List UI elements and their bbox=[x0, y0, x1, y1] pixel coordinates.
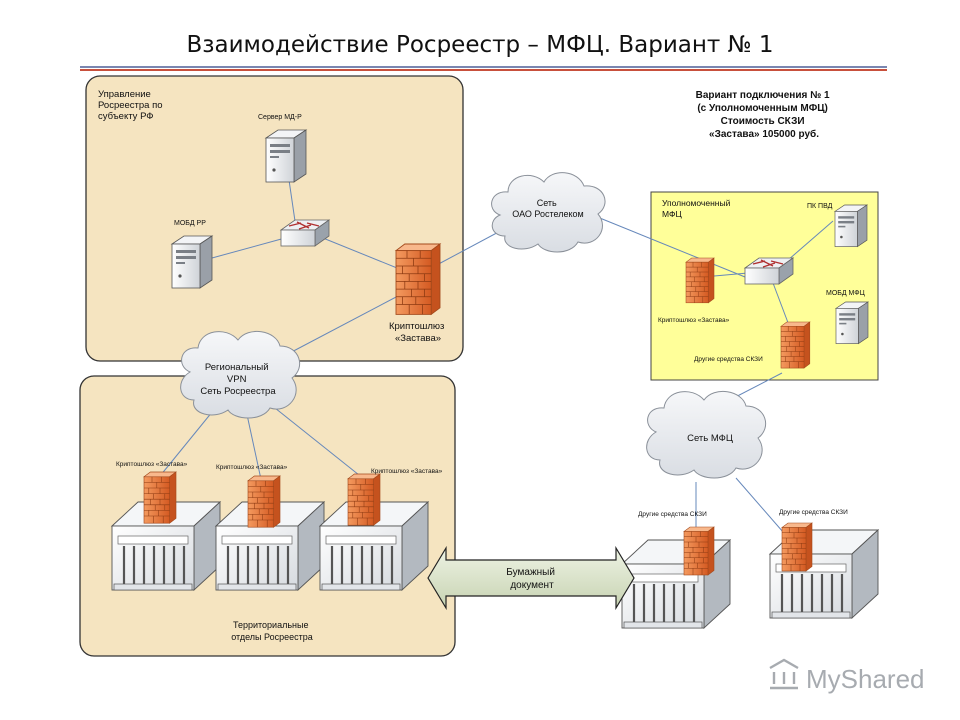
mobd-rr-server-icon bbox=[171, 235, 213, 289]
territorial-gateway-label-2: Криптошлюз «Застава» bbox=[216, 464, 288, 471]
mfc-gateway-label: Криптошлюз «Застава» bbox=[658, 317, 730, 324]
mfc-office-label-2: Другие средства СКЗИ bbox=[779, 509, 848, 516]
territorial-gateway-label-1: Криптошлюз «Застава» bbox=[116, 461, 188, 468]
rostelecom-cloud bbox=[491, 172, 606, 253]
paper-document-label: Бумажный документ bbox=[506, 567, 557, 591]
connection-lines bbox=[159, 179, 834, 541]
pk-pvd-label: ПК ПВД bbox=[807, 203, 833, 210]
watermark-logo-icon bbox=[769, 658, 799, 690]
option-box-text: Вариант подключения № 1 (с Уполномоченны… bbox=[696, 90, 833, 140]
mfc-net-cloud bbox=[646, 391, 767, 479]
pk-pvd-server-icon bbox=[834, 204, 868, 248]
myshared-watermark: MyShared bbox=[769, 658, 925, 694]
territorial-firewall-icon-1 bbox=[143, 471, 177, 524]
territorial-gateway-label-3: Криптошлюз «Застава» bbox=[371, 468, 443, 475]
mobd-mfc-server-icon bbox=[835, 301, 869, 345]
mfc-label: Уполномоченный МФЦ bbox=[662, 198, 733, 219]
title-rule-red bbox=[80, 69, 887, 71]
territorial-firewall-icon-3 bbox=[347, 473, 381, 526]
md-r-server-icon bbox=[265, 129, 307, 183]
page-title: Взаимодействие Росреестр – МФЦ. Вариант … bbox=[186, 32, 774, 58]
regional-firewall-icon bbox=[395, 243, 441, 315]
mfc-other-skzi-label: Другие средства СКЗИ bbox=[694, 356, 763, 363]
territorial-firewall-icon-2 bbox=[247, 475, 281, 528]
mfc-other-skzi-firewall-icon bbox=[780, 321, 811, 369]
watermark-text: MyShared bbox=[806, 664, 925, 694]
mfc-office-label-1: Другие средства СКЗИ bbox=[638, 511, 707, 518]
mfc-office-firewall-icon-1 bbox=[683, 526, 715, 576]
regional-gateway-label: Криптошлюз «Застава» bbox=[389, 321, 447, 344]
territorial-offices-label: Территориальные отделы Росреестра bbox=[231, 620, 313, 642]
mfc-office-firewall-icon-2 bbox=[781, 522, 813, 572]
regional-office-label: Управление Росреестра по субъекту РФ bbox=[98, 89, 165, 122]
regional-vpn-cloud-label: Региональный VPN Сеть Росреестра bbox=[200, 362, 276, 397]
mfc-gateway-firewall-icon bbox=[685, 257, 715, 304]
rostelecom-cloud-label: Сеть ОАО Ростелеком bbox=[512, 198, 583, 219]
mobd-mfc-label: МОБД МФЦ bbox=[826, 290, 866, 297]
mobd-rr-label: МОБД РР bbox=[174, 220, 206, 227]
title-rule-blue bbox=[80, 66, 887, 68]
mfc-net-cloud-label: Сеть МФЦ bbox=[687, 433, 733, 444]
paper-document-arrow bbox=[427, 545, 635, 611]
md-r-server-label: Сервер МД-Р bbox=[258, 114, 302, 121]
regional-vpn-cloud bbox=[180, 331, 301, 419]
